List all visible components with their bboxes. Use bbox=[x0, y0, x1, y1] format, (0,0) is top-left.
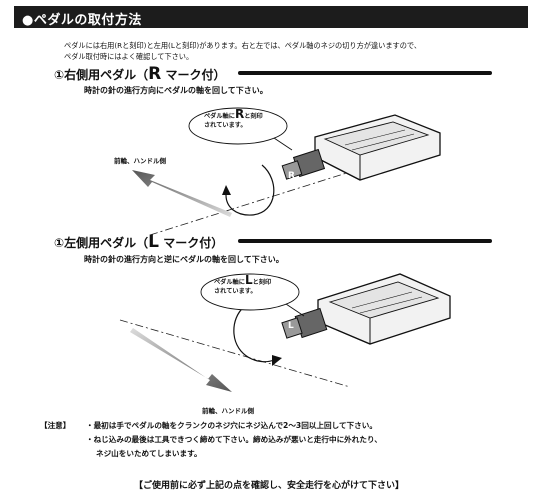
right-rotation-arrowhead bbox=[222, 185, 231, 195]
right-pedal-heading: ①右側用ペダル（R マーク付） bbox=[54, 64, 225, 84]
left-callout-a: ペダル軸に bbox=[214, 279, 245, 286]
right-heading-mark: R bbox=[148, 64, 162, 84]
right-callout-b: と刻印 bbox=[244, 113, 263, 120]
left-heading-rule bbox=[238, 239, 492, 243]
left-callout-mark: L bbox=[244, 273, 253, 287]
left-axle-mark: L bbox=[288, 321, 294, 331]
left-rotation-arrowhead bbox=[272, 355, 282, 366]
caution-tag: 【注意】 bbox=[40, 421, 71, 430]
intro-line-1: ペダルには右用(Rと刻印)と左用(Lと刻印)があります。右と左では、ペダル軸のネ… bbox=[64, 41, 422, 50]
right-pedal-axle bbox=[281, 148, 326, 180]
right-callout-text: ペダル軸にRと刻印 されています。 bbox=[204, 107, 263, 130]
right-heading-suffix: マーク付） bbox=[161, 68, 226, 82]
right-heading-prefix: ①右側用ペダル（ bbox=[54, 68, 149, 82]
right-callout-a: ペダル軸に bbox=[204, 113, 235, 120]
left-pedal-description: 時計の針の進行方向と逆にペダルの軸を回して下さい。 bbox=[84, 255, 284, 264]
left-callout-text: ペダル軸にLと刻印 されています。 bbox=[214, 273, 272, 296]
right-pedal-illustration bbox=[132, 114, 441, 236]
left-pedal-illustration bbox=[119, 273, 451, 392]
right-callout-c: されています。 bbox=[204, 122, 247, 129]
caution-line-3: ネジ山をいためてしまいます。 bbox=[96, 449, 202, 458]
right-heading-rule bbox=[238, 71, 492, 75]
left-direction-label: 前輪、ハンドル側 bbox=[202, 407, 254, 415]
left-heading-suffix: マーク付） bbox=[159, 236, 224, 250]
left-heading-mark: L bbox=[148, 232, 160, 252]
left-pedal-body bbox=[317, 273, 451, 345]
left-callout-bubble bbox=[200, 273, 305, 317]
left-heading-prefix: ①左側用ペダル（ bbox=[54, 236, 149, 250]
right-rotation-arrow bbox=[225, 164, 275, 216]
left-callout-b: と刻印 bbox=[252, 279, 272, 286]
right-direction-arrow bbox=[132, 170, 232, 217]
right-axle-mark: R bbox=[288, 171, 295, 181]
intro-line-2: ペダル取付時にはよく確認して下さい。 bbox=[64, 52, 194, 61]
right-pedal-description: 時計の針の進行方向にペダルの軸を回して下さい。 bbox=[84, 86, 268, 95]
left-callout-c: されています。 bbox=[214, 288, 257, 295]
intro-text: ペダルには右用(Rと刻印)と左用(Lと刻印)があります。右と左では、ペダル軸のネ… bbox=[64, 40, 421, 62]
right-callout-bubble bbox=[188, 107, 293, 151]
header-bar bbox=[14, 6, 528, 28]
right-callout-mark: R bbox=[234, 107, 245, 121]
caution-line-2: ・ねじ込みの最後は工具できつく締めて下さい。締め込みが悪いと走行中に外れたり、 bbox=[86, 435, 382, 444]
left-pedal-heading: ①左側用ペダル（L マーク付） bbox=[54, 232, 223, 252]
left-axis-line bbox=[119, 319, 351, 388]
right-pedal-body bbox=[314, 114, 441, 181]
left-direction-arrow bbox=[130, 328, 232, 392]
page-title: ●ペダルの取付方法 bbox=[22, 13, 142, 28]
caution-line-1: ・最初は手でペダルの軸をクランクのネジ穴にネジ込んで2～3回以上回して下さい。 bbox=[86, 421, 377, 430]
right-direction-label: 前輪、ハンドル側 bbox=[114, 157, 166, 165]
safety-footer: 【ご使用前に必ず上記の点を確認し、安全走行を心がけて下さい】 bbox=[133, 481, 404, 491]
